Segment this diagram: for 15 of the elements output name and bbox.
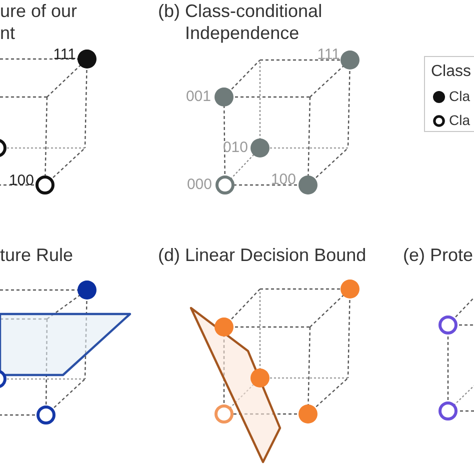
panel-title: (d) Linear Decision Bound (158, 244, 368, 266)
vertex-label: 010 (222, 139, 248, 157)
vertex-label: 001 (186, 88, 211, 106)
legend-label: Cla (449, 112, 470, 129)
legend-title: Class (431, 62, 472, 81)
panel-title: (b) Class-conditional Independence (158, 0, 324, 44)
vertex-label: 000 (186, 176, 212, 194)
panel-title: ure of our nt (0, 0, 78, 44)
legend-label: Cla (449, 88, 470, 105)
vertex-label: 100 (8, 172, 34, 190)
panel-title: ture Rule (0, 244, 74, 266)
panel-title: (e) Prote (403, 244, 474, 266)
vertex-label: 111 (53, 46, 76, 64)
vertex-label: 100 (270, 171, 296, 189)
vertex-label: 111 (317, 46, 340, 64)
